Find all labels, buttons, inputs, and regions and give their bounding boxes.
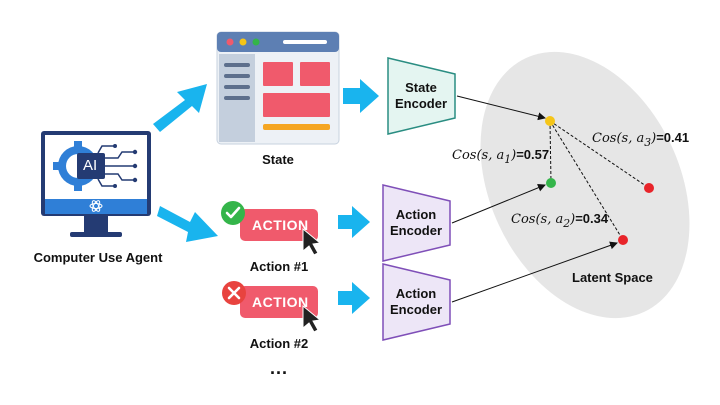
action-button-1: ACTION [252,217,309,233]
action-encoder-2-label: Action Encoder [389,286,443,317]
cosine-similarity-a2: Cos(s, a2)=0.34 [511,211,609,230]
cursor-icon [302,227,322,256]
state-embedding-arrow [456,95,546,121]
cursor-icon [302,304,322,333]
more-actions-ellipsis: ... [269,358,289,378]
action2-embedding-arrow [451,241,618,303]
action2-embedding-point [618,235,628,245]
similarity-lines [549,120,650,241]
state-embedding-point [545,116,555,126]
action-button-1-shape [240,209,318,241]
action1-embedding-arrow [451,183,546,224]
action1-to-encoder-arrow [338,206,370,238]
agent-to-state-arrow [153,84,207,132]
state-label: State [262,152,294,167]
latent-space-label: Latent Space [572,270,653,285]
agent-screen-text: AI [83,157,98,174]
action-encoder-1-label: Action Encoder [389,207,443,238]
action2-to-encoder-arrow [338,282,370,314]
action-1-caption: Action #1 [249,259,309,274]
state-encoder-block [387,57,456,135]
action-2-caption: Action #2 [249,336,309,351]
agent-to-action-arrow [157,206,218,242]
action-encoder-block-2 [382,263,451,341]
latent-space-region [480,51,690,319]
cross-icon [222,281,246,305]
cosine-similarity-a3: Cos(s, a3)=0.41 [592,130,690,149]
action3-embedding-point [644,183,654,193]
computer-monitor-icon [41,131,151,237]
check-icon [221,201,245,225]
action1-embedding-point [546,178,556,188]
agent-label: Computer Use Agent [33,250,163,265]
action-button-2-shape [240,286,318,318]
action-encoder-block-1 [382,184,451,262]
flow-arrows [153,79,379,314]
state-to-encoder-arrow [343,79,379,113]
state-window-icon [216,31,340,145]
state-encoder-label: State Encoder [394,80,448,111]
action-button-2: ACTION [252,294,309,310]
cosine-similarity-a1: Cos(s, a1)=0.57 [452,147,550,166]
